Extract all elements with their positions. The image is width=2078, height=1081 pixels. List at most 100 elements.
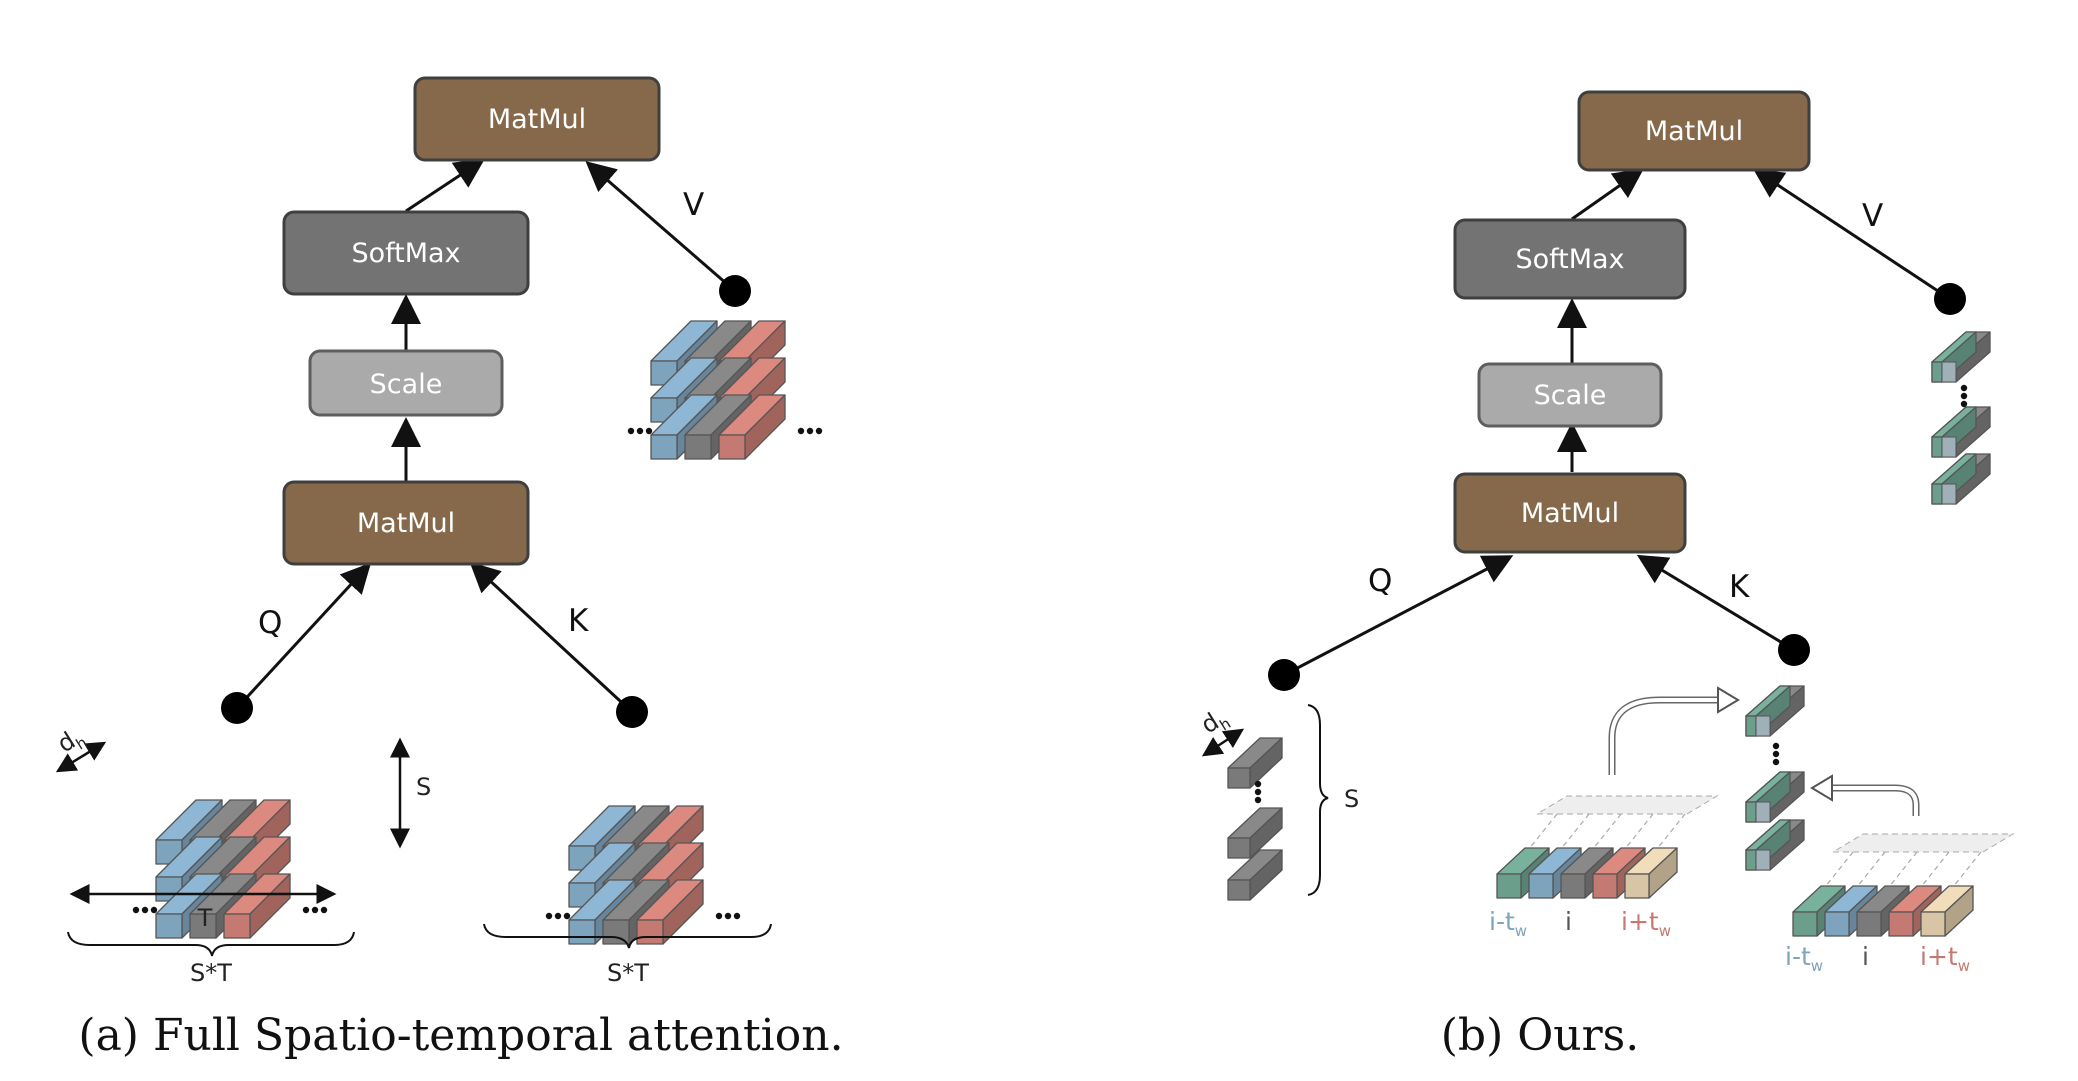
a-v-source-dot bbox=[719, 275, 751, 307]
a-value-token-cubes bbox=[627, 320, 823, 460]
a-k-cubes-dots-right-dot bbox=[724, 912, 732, 920]
b-matmul-top-node: MatMul bbox=[1577, 90, 1811, 172]
a-key-token-cubes bbox=[545, 805, 741, 945]
b-softmax-label: SoftMax bbox=[1515, 244, 1624, 275]
b-arrow-k-to-matmul bbox=[1636, 554, 1795, 652]
a-arrow-softmax-to-matmul bbox=[405, 158, 486, 213]
b-v-dots-dot bbox=[1960, 400, 1968, 408]
a-q-brace bbox=[67, 931, 355, 957]
b-matmul-top-label: MatMul bbox=[1645, 116, 1743, 147]
b-q-row0 bbox=[1227, 737, 1283, 789]
b-v-label: V bbox=[1862, 198, 1883, 234]
b-win2-frame2-front bbox=[1856, 911, 1882, 937]
b-win1-frame0-front bbox=[1496, 873, 1522, 899]
b-softmax-node: SoftMax bbox=[1453, 218, 1687, 300]
a-k-st-label: S*T bbox=[607, 959, 649, 987]
b-window-right-label-end: i+tw bbox=[1920, 942, 1970, 975]
a-dh-arrow bbox=[55, 741, 107, 773]
a-v-label: V bbox=[683, 187, 704, 223]
a-q-cubes-dots-right-dot bbox=[320, 906, 328, 914]
a-softmax-label: SoftMax bbox=[351, 238, 460, 269]
b-window-right-arrow bbox=[1830, 784, 1920, 816]
b-k-row2-stripe bbox=[1755, 849, 1771, 871]
panel-b: MatMul SoftMax Scale MatMul Q K V dh S i… bbox=[1196, 90, 2015, 1061]
b-matmul-bottom-node: MatMul bbox=[1453, 472, 1687, 554]
a-arrow-k-to-matmul bbox=[469, 561, 634, 714]
a-k-cubes-blue-r2-front bbox=[568, 919, 596, 945]
a-v-cubes-dots-right-dot bbox=[797, 427, 805, 435]
a-q-source-dot bbox=[221, 692, 253, 724]
a-k-cubes-dots-left-dot bbox=[554, 912, 562, 920]
b-window-right-arrowhead bbox=[1810, 774, 1833, 802]
a-k-label: K bbox=[568, 603, 589, 639]
b-q-row0-front bbox=[1227, 767, 1251, 789]
b-k-row0-stripe bbox=[1755, 715, 1771, 737]
b-win2-frame4 bbox=[1920, 885, 1974, 937]
b-win2-projection-plane bbox=[1831, 833, 2015, 853]
b-window-left-arrowhead bbox=[1717, 686, 1740, 714]
a-scale-label: Scale bbox=[370, 369, 443, 400]
a-q-cubes-blue-r2-front bbox=[155, 913, 183, 939]
a-k-brace bbox=[483, 923, 772, 949]
b-dh-arrow bbox=[1201, 728, 1245, 757]
b-window-left-arrow-inner bbox=[1610, 698, 1720, 775]
b-win2-frame4-front bbox=[1920, 911, 1946, 937]
a-q-cubes-dots-right-dot bbox=[311, 906, 319, 914]
b-scale-node: Scale bbox=[1477, 362, 1663, 428]
a-v-cubes-dots-left-dot bbox=[645, 427, 653, 435]
b-k-row1-stripe bbox=[1755, 801, 1771, 823]
a-q-label: Q bbox=[258, 605, 282, 641]
panel-a: MatMul SoftMax Scale MatMul Q K V dh S T… bbox=[52, 76, 844, 1061]
b-query-token-cubes bbox=[1227, 737, 1283, 901]
b-q-row1 bbox=[1227, 807, 1283, 859]
a-arrow-v-to-matmul bbox=[585, 161, 736, 293]
a-t-label: T bbox=[197, 904, 213, 932]
a-k-cubes-dots-right-dot bbox=[715, 912, 723, 920]
b-arrow-q-to-matmul bbox=[1283, 555, 1514, 677]
b-window-right-label-start: i-tw bbox=[1785, 942, 1823, 975]
a-k-source-dot bbox=[616, 696, 648, 728]
b-v-dots-dot bbox=[1960, 384, 1968, 392]
b-arrow-softmax-to-matmul bbox=[1571, 168, 1644, 221]
b-k-dots-dot bbox=[1772, 750, 1780, 758]
a-s-label: S bbox=[416, 773, 431, 801]
a-scale-node: Scale bbox=[308, 349, 504, 417]
b-scale-label: Scale bbox=[1534, 380, 1607, 411]
b-v-row1-green-front bbox=[1931, 436, 1943, 458]
a-q-cubes-dots-left-dot bbox=[150, 906, 158, 914]
a-matmul-bottom-label: MatMul bbox=[357, 508, 455, 539]
b-window-left-label-end: i+tw bbox=[1621, 907, 1671, 940]
b-win1-frame2-front bbox=[1560, 873, 1586, 899]
b-v-row0-stripe bbox=[1941, 361, 1957, 383]
a-v-cubes-dots-left-dot bbox=[636, 427, 644, 435]
b-v-row1-stripe bbox=[1941, 436, 1957, 458]
b-q-row2-front bbox=[1227, 879, 1251, 901]
a-q-cubes-dots-left-dot bbox=[132, 906, 140, 914]
b-k-row2-green-front bbox=[1745, 849, 1757, 871]
b-q-row2 bbox=[1227, 849, 1283, 901]
a-v-cubes-blue-r2-front bbox=[650, 434, 678, 460]
b-v-row2-green-front bbox=[1931, 483, 1943, 505]
b-k-row1-green-front bbox=[1745, 801, 1757, 823]
b-win1-frame4-front bbox=[1624, 873, 1650, 899]
a-query-token-cubes bbox=[132, 799, 328, 939]
a-v-cubes-red-r2 bbox=[718, 394, 786, 460]
a-arrow-q-to-matmul bbox=[235, 562, 372, 710]
b-window-left-label-start: i-tw bbox=[1489, 907, 1527, 940]
b-win2-frame0-front bbox=[1792, 911, 1818, 937]
a-v-cubes-dots-left-dot bbox=[627, 427, 635, 435]
a-v-cubes-dots-right-dot bbox=[815, 427, 823, 435]
b-win1-projection-plane bbox=[1535, 795, 1719, 815]
b-s-brace bbox=[1307, 704, 1329, 896]
a-matmul-bottom-node: MatMul bbox=[282, 480, 530, 566]
b-window-left-label-center: i bbox=[1565, 907, 1572, 936]
a-k-cubes-red-r2 bbox=[636, 879, 704, 945]
a-k-cubes-red-r2-front bbox=[636, 919, 664, 945]
a-k-cubes-dots-left-dot bbox=[545, 912, 553, 920]
b-arrow-v-to-matmul bbox=[1752, 168, 1951, 301]
b-win1-frame3-front bbox=[1592, 873, 1618, 899]
b-k-row0-green-front bbox=[1745, 715, 1757, 737]
a-q-cubes-dots-left-dot bbox=[141, 906, 149, 914]
b-temporal-window-right bbox=[1792, 833, 2015, 937]
